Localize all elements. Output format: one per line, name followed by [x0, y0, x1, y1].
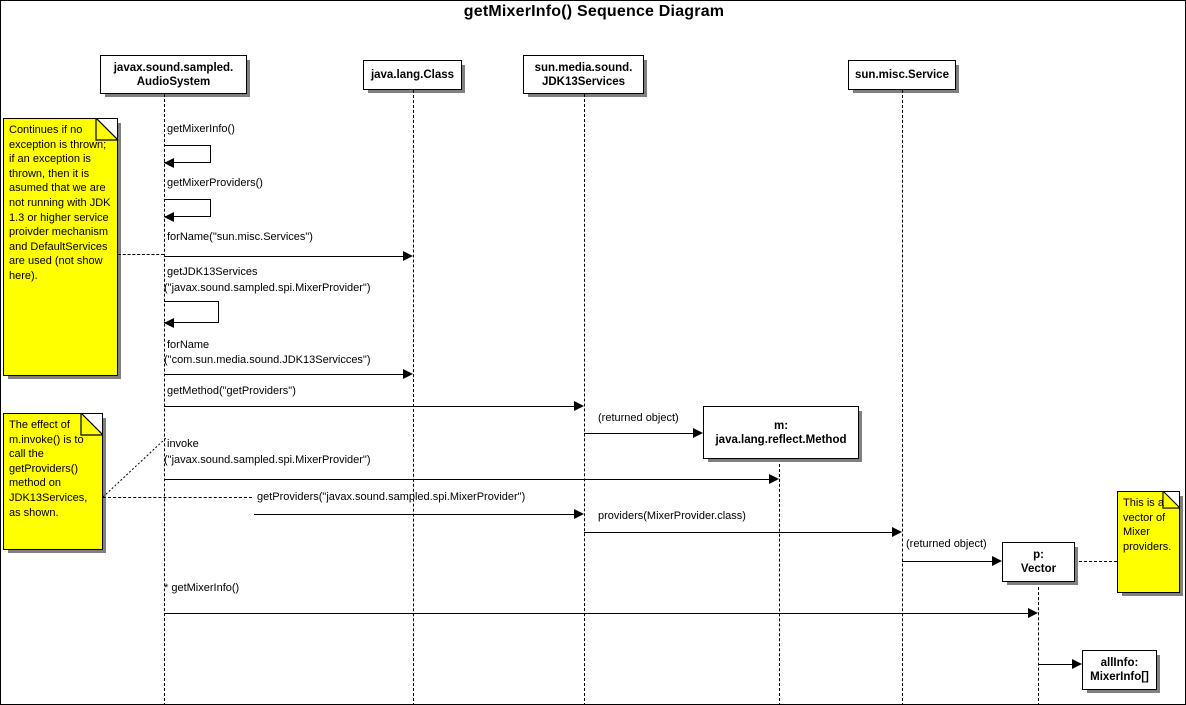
message-label-m5-line1: forName	[167, 339, 210, 351]
object-label-line1: m:	[773, 419, 789, 432]
object-label-line1: p:	[1033, 549, 1044, 561]
arrow-head-m6	[574, 401, 584, 411]
self-call-box-m1	[164, 145, 211, 163]
participant-box-audiosystem[interactable]: javax.sound.sampled. AudioSystem	[100, 55, 247, 94]
participant-label-line1: javax.sound.sampled.	[113, 61, 234, 74]
note-vector[interactable]: This is a vector of Mixer providers.	[1117, 491, 1180, 593]
self-call-box-m2	[164, 199, 211, 217]
participant-box-javalangclass[interactable]: java.lang.Class	[363, 60, 462, 90]
arrow-head-m7	[693, 428, 703, 438]
arrow-head-m2	[164, 212, 174, 222]
message-line-m9	[254, 514, 574, 515]
message-label-m10: providers(MixerProvider.class)	[598, 510, 746, 522]
message-label-m2: getMixerProviders()	[167, 177, 263, 189]
message-line-m5	[164, 374, 407, 375]
message-line-m10	[584, 532, 892, 533]
object-box-method[interactable]: m: java.lang.reflect.Method	[703, 406, 859, 459]
message-label-m6: getMethod("getProviders")	[167, 385, 296, 397]
object-label-line2: MixerInfo[]	[1090, 671, 1149, 683]
object-label-line2: Vector	[1020, 563, 1057, 575]
arrow-head-m8	[769, 474, 779, 484]
message-label-m4-line1: getJDK13Services	[167, 266, 258, 278]
message-label-m8-line1: invoke	[167, 438, 199, 450]
note-invoke-anchor	[103, 497, 252, 498]
note-vector-text: This is a vector of Mixer providers.	[1123, 497, 1172, 553]
page-title: getMixerInfo() Sequence Diagram	[463, 3, 725, 20]
message-line-m12	[164, 613, 1028, 614]
arrow-head-m9	[574, 509, 584, 519]
lifeline-method	[779, 459, 780, 704]
arrow-head-m10	[892, 527, 902, 537]
arrow-head-m13	[1072, 659, 1082, 669]
message-line-m13	[1038, 664, 1072, 665]
arrow-head-m5	[403, 369, 413, 379]
note-vector-anchor	[1079, 561, 1117, 562]
message-label-m9: getProviders("javax.sound.sampled.spi.Mi…	[257, 491, 526, 503]
message-label-m1: getMixerInfo()	[167, 123, 235, 135]
message-label-m8-line2: ("javax.sound.sampled.spi.MixerProvider"…	[164, 454, 371, 466]
message-label-m7: (returned object)	[598, 412, 679, 424]
message-label-m4-line2: ("javax.sound.sampled.spi.MixerProvider"…	[164, 282, 371, 294]
arrow-head-m11	[992, 556, 1002, 566]
lifeline-vector	[1038, 582, 1039, 704]
note-invoke-anchor-diagonal	[103, 438, 167, 498]
note-exception-text: Continues if no exception is thrown; if …	[9, 124, 111, 282]
self-call-box-m4	[164, 301, 219, 323]
participant-label-line2: JDK13Services	[541, 75, 626, 88]
message-line-m3	[164, 256, 407, 257]
note-exception[interactable]: Continues if no exception is thrown; if …	[3, 118, 118, 376]
object-label-line1: allInfo:	[1100, 657, 1139, 669]
arrow-head-m4	[164, 318, 174, 328]
arrow-head-m3	[403, 251, 413, 261]
lifeline-javalangclass	[413, 90, 414, 704]
participant-label-line1: sun.misc.Service	[855, 69, 949, 81]
object-box-allinfo[interactable]: allInfo: MixerInfo[]	[1082, 650, 1157, 690]
participant-label-line1: java.lang.Class	[370, 69, 455, 81]
message-line-m7	[584, 433, 693, 434]
message-label-m5-line2: ("com.sun.media.sound.JDK13Servicces")	[164, 354, 371, 366]
object-box-vector[interactable]: p: Vector	[1002, 542, 1075, 582]
lifeline-audiosystem	[164, 94, 165, 704]
note-exception-anchor	[118, 254, 164, 255]
message-label-m3: forName("sun.misc.Services")	[167, 231, 313, 243]
message-label-m11: (returned object)	[906, 538, 987, 550]
participant-label-line1: sun.media.sound.	[534, 61, 633, 74]
object-label-line2: java.lang.reflect.Method	[715, 433, 847, 446]
message-label-m12: * getMixerInfo()	[164, 582, 240, 594]
message-line-m11	[902, 561, 992, 562]
participant-box-jdk13services[interactable]: sun.media.sound. JDK13Services	[523, 55, 644, 94]
note-invoke-text: The effect of m.invoke() is to call the …	[9, 419, 88, 519]
lifeline-jdk13services	[584, 94, 585, 704]
participant-label-line2: AudioSystem	[136, 75, 211, 88]
message-line-m6	[164, 406, 578, 407]
arrow-head-m12	[1028, 608, 1038, 618]
message-line-m8	[164, 479, 769, 480]
lifeline-sunmiscservice	[902, 90, 903, 704]
participant-box-sunmiscservice[interactable]: sun.misc.Service	[848, 60, 956, 90]
note-invoke[interactable]: The effect of m.invoke() is to call the …	[3, 413, 103, 550]
arrow-head-m1	[164, 158, 174, 168]
